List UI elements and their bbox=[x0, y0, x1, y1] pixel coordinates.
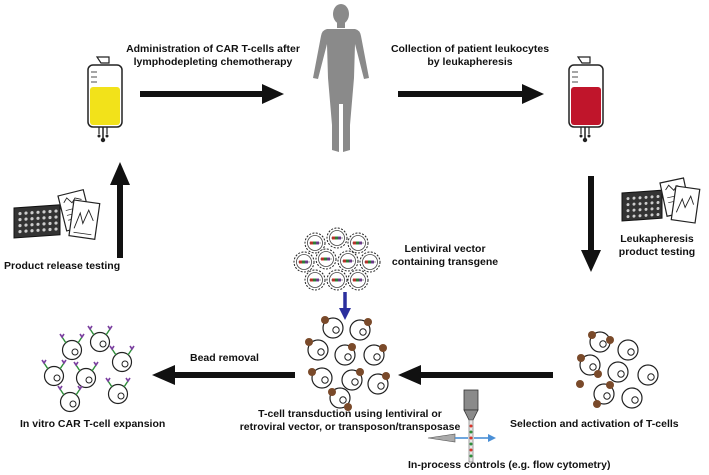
lentivirus-icon bbox=[293, 227, 381, 291]
selection-label: Selection and activation of T-cells bbox=[510, 418, 679, 430]
iv-bag-icon bbox=[87, 56, 123, 143]
arrow-to-collection bbox=[398, 84, 544, 104]
bead-removal-label: Bead removal bbox=[190, 352, 259, 364]
arrow-to-expansion bbox=[152, 365, 295, 385]
transduction-label: T-cell transduction using lentiviral or … bbox=[239, 408, 461, 433]
arrow-to-administration bbox=[110, 162, 130, 258]
expansion-label: In vitro CAR T-cell expansion bbox=[20, 418, 166, 430]
lentiviral-vector-label: Lentiviral vector containing transgene bbox=[391, 243, 499, 268]
test-documents-icon-right bbox=[621, 177, 701, 224]
in-process-label: In-process controls (e.g. flow cytometry… bbox=[408, 459, 611, 471]
human-figure-icon bbox=[313, 4, 369, 152]
flow-cytometer-icon bbox=[427, 389, 496, 463]
blood-bag-icon bbox=[568, 56, 604, 143]
product-release-label: Product release testing bbox=[4, 260, 121, 272]
selection-beads bbox=[576, 331, 614, 408]
arrow-to-selection bbox=[581, 176, 601, 272]
test-documents-icon bbox=[13, 188, 101, 240]
vector-arrow bbox=[339, 292, 351, 320]
transduction-cells bbox=[307, 317, 389, 409]
car-receptor-icon bbox=[41, 325, 135, 413]
arrow-to-patient bbox=[140, 84, 284, 104]
administration-label: Administration of CAR T-cells after lymp… bbox=[126, 43, 300, 68]
leukapheresis-testing-label: Leukapheresis product testing bbox=[618, 233, 696, 258]
bead-icon bbox=[305, 316, 390, 411]
arrow-to-transduction bbox=[398, 365, 553, 385]
selection-cells bbox=[579, 331, 659, 409]
collection-label: Collection of patient leukocytes by leuk… bbox=[390, 43, 550, 68]
